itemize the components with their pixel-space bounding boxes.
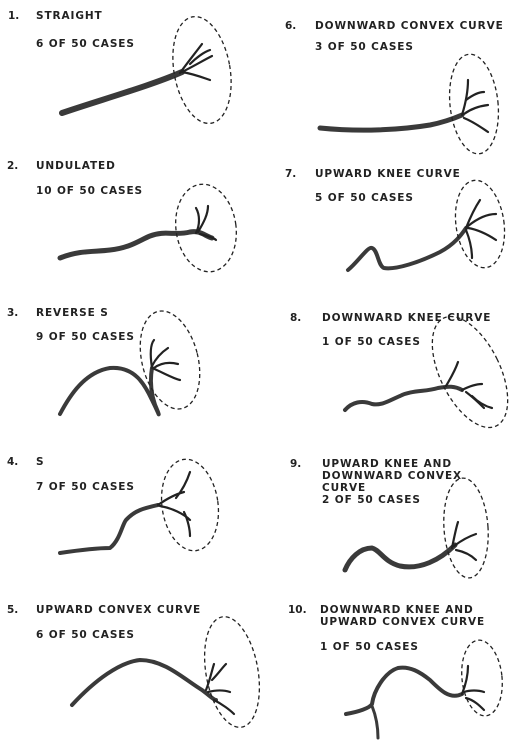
panel-title: REVERSE S xyxy=(36,307,109,319)
panel-cases: 7 OF 50 CASES xyxy=(36,481,135,493)
panel-cases: 10 OF 50 CASES xyxy=(36,185,143,197)
panel-title: DOWNWARD KNEE CURVE xyxy=(322,312,491,324)
panel-title: UPWARD KNEE CURVE xyxy=(315,168,461,180)
panel-cases: 1 OF 50 CASES xyxy=(320,641,419,653)
panel-number: 3. xyxy=(7,307,18,319)
panel-number: 10. xyxy=(288,604,307,616)
panel-title: DOWNWARD KNEE AND UPWARD CONVEX CURVE xyxy=(320,604,505,628)
panel-number: 6. xyxy=(285,20,296,32)
panel-title: UPWARD KNEE AND DOWNWARD CONVEX CURVE xyxy=(322,458,502,494)
vessel-s-drawing xyxy=(60,456,224,555)
panel-cases: 9 OF 50 CASES xyxy=(36,331,135,343)
panel-number: 8. xyxy=(290,312,301,324)
panel-cases: 1 OF 50 CASES xyxy=(322,336,421,348)
panel-title: S xyxy=(36,456,44,468)
panel-cases: 6 OF 50 CASES xyxy=(36,629,135,641)
panel-cases: 3 OF 50 CASES xyxy=(315,41,414,53)
panel-cases: 2 OF 50 CASES xyxy=(322,494,421,506)
vessel-downward-convex-drawing xyxy=(320,52,503,156)
panel-title: UNDULATED xyxy=(36,160,116,172)
panel-number: 4. xyxy=(7,456,18,468)
vessel-reverse-s-drawing xyxy=(60,305,209,416)
panel-cases: 5 OF 50 CASES xyxy=(315,192,414,204)
panel-number: 2. xyxy=(7,160,18,172)
panel-number: 5. xyxy=(7,604,18,616)
vessel-downward-knee-upward-convex-drawing xyxy=(346,638,506,738)
vessel-downward-knee-drawing xyxy=(345,305,514,439)
panel-title: UPWARD CONVEX CURVE xyxy=(36,604,201,616)
panel-number: 7. xyxy=(285,168,296,180)
panel-number: 9. xyxy=(290,458,301,470)
vessel-straight-drawing xyxy=(62,12,239,128)
panel-title: DOWNWARD CONVEX CURVE xyxy=(315,20,504,32)
